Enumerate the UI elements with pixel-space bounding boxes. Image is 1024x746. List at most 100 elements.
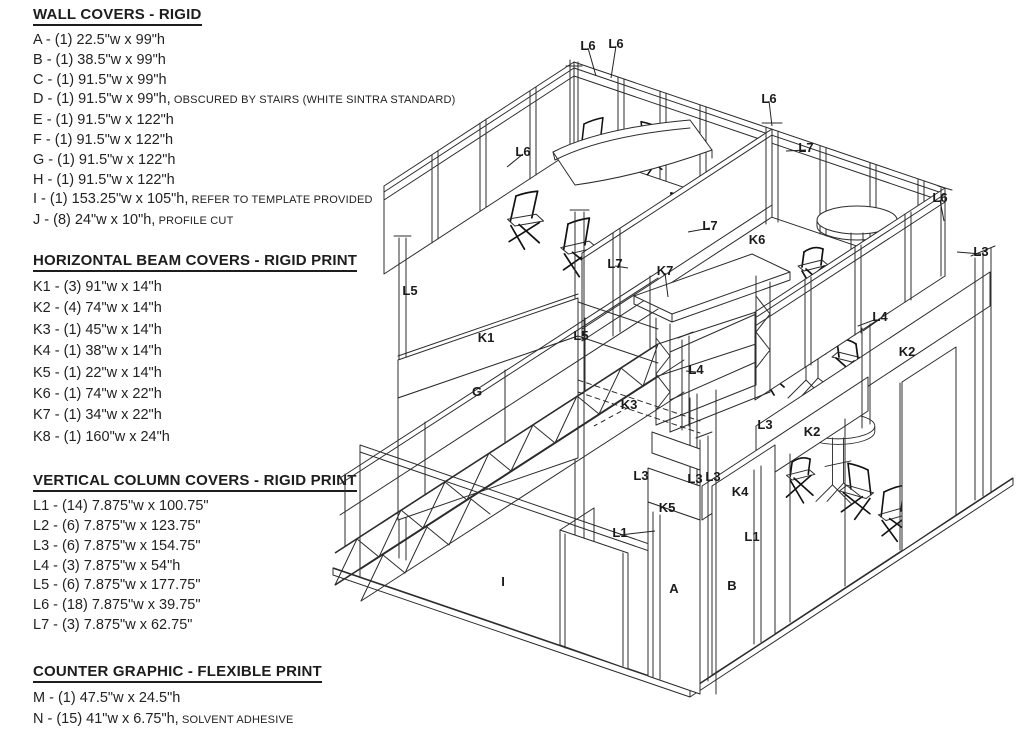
legend-item: K8 - (1) 160"w x 24"h [33, 427, 463, 448]
legend-item: K1 - (3) 91"w x 14"h [33, 277, 463, 298]
legend-item: L2 - (6) 7.875"w x 123.75" [33, 517, 463, 537]
callout-leader [610, 45, 617, 79]
callout-leader [614, 265, 629, 269]
legend-item: L7 - (3) 7.875"w x 62.75" [33, 616, 463, 636]
callout-L3: L3 [973, 244, 988, 259]
item-text: I - (1) 153.25"w x 105"h, [33, 191, 189, 208]
callout-L3: L3 [633, 468, 648, 483]
item-text: D - (1) 91.5"w x 99"h, [33, 91, 171, 108]
item-text: B - (1) 38.5"w x 99"h [33, 51, 166, 68]
wall-I [359, 444, 697, 670]
item-text: H - (1) 91.5"w x 122"h [33, 171, 175, 188]
callout-B: B [727, 578, 736, 593]
item-text: L3 - (6) 7.875"w x 154.75" [33, 537, 201, 554]
item-text: C - (1) 91.5"w x 99"h [33, 71, 167, 88]
legend-item: K5 - (1) 22"w x 14"h [33, 363, 463, 384]
legend-item: K3 - (1) 45"w x 14"h [33, 320, 463, 341]
conference-table-and-chairs [503, 116, 713, 287]
legend-item: H - (1) 91.5"w x 122"h [33, 171, 463, 191]
callout-leader [939, 199, 945, 222]
callout-K4: K4 [732, 484, 749, 499]
item-text: E - (1) 91.5"w x 122"h [33, 112, 174, 129]
item-note: SOLVENT ADHESIVE [178, 713, 294, 726]
legend-item: E - (1) 91.5"w x 122"h [33, 111, 463, 131]
item-text: L1 - (14) 7.875"w x 100.75" [33, 498, 209, 515]
item-text: L5 - (6) 7.875"w x 177.75" [33, 577, 201, 594]
callout-K5: K5 [659, 500, 676, 515]
item-text: L2 - (6) 7.875"w x 123.75" [33, 518, 201, 535]
legend-item: L5 - (6) 7.875"w x 177.75" [33, 576, 463, 596]
legend-item: L6 - (18) 7.875"w x 39.75" [33, 596, 463, 616]
item-text: K8 - (1) 160"w x 24"h [33, 428, 170, 445]
callout-K3: K3 [621, 397, 638, 412]
item-text: K4 - (1) 38"w x 14"h [33, 343, 162, 360]
callout-leader [587, 47, 597, 77]
item-text: L4 - (3) 7.875"w x 54"h [33, 557, 181, 574]
callout-I: I [501, 574, 505, 589]
callout-leader [687, 227, 711, 233]
item-note: PROFILE CUT [155, 215, 234, 228]
callout-leader [956, 251, 982, 255]
left-wall-block [393, 209, 659, 561]
item-text: J - (8) 24"w x 10"h, [33, 212, 156, 229]
legend-item: L3 - (6) 7.875"w x 154.75" [33, 537, 463, 557]
callout-K6: K6 [749, 232, 766, 247]
item-text: K3 - (1) 45"w x 14"h [33, 321, 162, 338]
callout-L7: L7 [798, 140, 813, 155]
callout-L1: L1 [612, 525, 627, 540]
item-text: A - (1) 22.5"w x 99"h [33, 32, 165, 48]
item-note: OBSCURED BY STAIRS (WHITE SINTRA STANDAR… [170, 94, 456, 107]
legend-item: K6 - (1) 74"w x 22"h [33, 384, 463, 405]
item-text: L6 - (18) 7.875"w x 39.75" [33, 597, 201, 614]
callout-K2: K2 [804, 424, 821, 439]
item-text: K2 - (4) 74"w x 14"h [33, 300, 162, 317]
callout-L4: L4 [872, 309, 888, 324]
legend-item: D - (1) 91.5"w x 99"h, OBSCURED BY STAIR… [33, 90, 463, 111]
callout-L7: L7 [702, 218, 717, 233]
callout-leader [619, 530, 656, 536]
legend-item: G - (1) 91.5"w x 122"h [33, 151, 463, 171]
section-title: VERTICAL COLUMN COVERS - RIGID PRINT [33, 472, 357, 493]
callout-L6: L6 [580, 38, 595, 53]
legend-item: J - (8) 24"w x 10"h, PROFILE CUT [33, 211, 463, 232]
item-text: G - (1) 91.5"w x 122"h [33, 151, 176, 168]
legend-item: L1 - (14) 7.875"w x 100.75" [33, 497, 463, 517]
callout-L1: L1 [744, 529, 759, 544]
callout-L6: L6 [932, 190, 947, 205]
callout-L6: L6 [608, 36, 623, 51]
drawing-sheet: { "legend": { "sections": [ { "title": "… [33, 6, 1014, 727]
callout-K2: K2 [899, 344, 916, 359]
callout-leader [862, 318, 881, 332]
item-text: K5 - (1) 22"w x 14"h [33, 364, 162, 381]
callout-leader [664, 272, 669, 298]
callout-leader [593, 406, 630, 427]
callout-L3: L3 [687, 471, 702, 486]
right-wall [701, 245, 996, 676]
callout-L4: L4 [688, 362, 704, 377]
callout-L5: L5 [402, 283, 417, 298]
legend-item: B - (1) 38.5"w x 99"h [33, 51, 463, 71]
callout-L7: L7 [607, 256, 622, 271]
callout-A: A [669, 581, 679, 596]
callout-leader [506, 153, 524, 168]
item-text: K6 - (1) 74"w x 22"h [33, 386, 162, 402]
callout-leader [685, 370, 697, 373]
item-text: L7 - (3) 7.875"w x 62.75" [33, 617, 193, 633]
callout-L3: L3 [705, 469, 720, 484]
callout-L5: L5 [573, 328, 588, 343]
callout-K7: K7 [657, 263, 674, 278]
item-text: K1 - (3) 91"w x 14"h [33, 278, 162, 295]
legend-item: K4 - (1) 38"w x 14"h [33, 341, 463, 362]
legend-item: C - (1) 91.5"w x 99"h [33, 71, 463, 91]
legend-item: K2 - (4) 74"w x 14"h [33, 298, 463, 319]
legend-section: VERTICAL COLUMN COVERS - RIGID PRINT L1 -… [33, 472, 463, 636]
legend-item: L4 - (3) 7.875"w x 54"h [33, 557, 463, 577]
deck-front-parapet [754, 185, 953, 401]
item-text: F - (1) 91.5"w x 122"h [33, 131, 174, 148]
callout-leader [768, 100, 773, 127]
booth-isometric-drawing: L6L6L6L6L7L6L3L7K6K7L7L5K1L5GL4K3L3L4K2K… [332, 36, 1014, 698]
